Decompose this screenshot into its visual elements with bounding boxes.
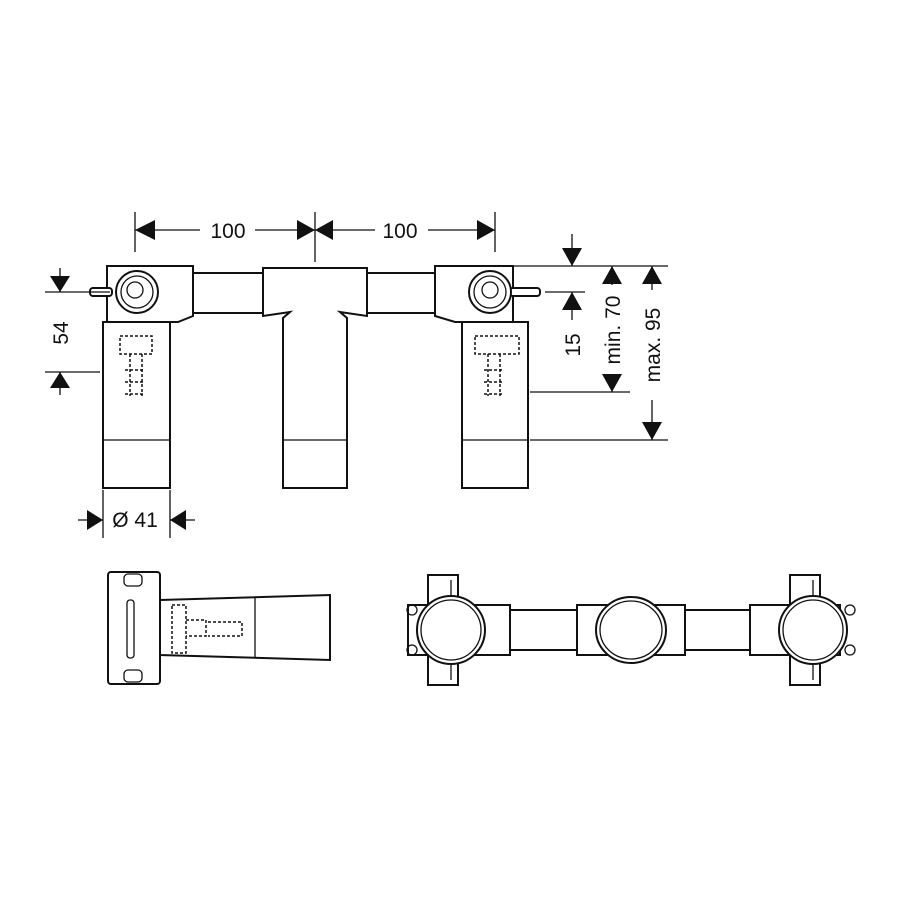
plan-pipe-right [679, 609, 761, 651]
dim-offset-15: 15 [562, 333, 585, 356]
left-nut [115, 270, 159, 314]
dim-max-depth: max. 95 [642, 308, 665, 383]
dim-min-depth: min. 70 [602, 296, 625, 365]
dimension-lines [45, 212, 668, 538]
plan-pipe-left [499, 609, 586, 651]
pipe-right [366, 272, 436, 314]
side-body [159, 593, 331, 662]
dim-spacing-right: 100 [382, 220, 417, 243]
pipe-left [192, 272, 264, 314]
center-tee [262, 267, 368, 489]
side-view [107, 571, 331, 685]
dim-diameter: Ø 41 [112, 509, 158, 532]
dim-height-54: 54 [50, 321, 73, 345]
right-outlet [461, 321, 529, 489]
plan-view [406, 574, 856, 686]
right-nut [468, 270, 512, 314]
dim-spacing-left: 100 [210, 220, 245, 243]
dimension-labels: 100 100 54 Ø 41 15 min. 70 max. 95 [50, 220, 665, 532]
left-outlet [102, 321, 171, 489]
front-view [89, 265, 541, 489]
right-lever [509, 287, 541, 297]
